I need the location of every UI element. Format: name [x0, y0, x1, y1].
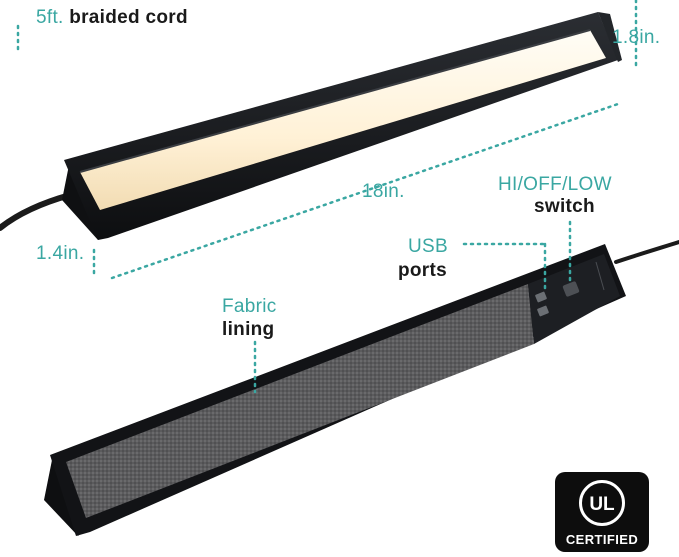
usb-subtitle: ports	[398, 260, 447, 281]
depth-label: 1.4in.	[36, 243, 85, 264]
usb-port-1	[535, 291, 547, 303]
length-dim-line	[110, 102, 620, 280]
switch-subtitle: switch	[534, 196, 595, 217]
fabric-panel	[66, 284, 534, 518]
height-label: 1.8in.	[612, 27, 661, 48]
power-cord	[614, 240, 679, 264]
cord-label: 5ft. braided cord	[36, 8, 188, 27]
cord-prefix: 5ft.	[36, 7, 64, 28]
ul-certified-text: CERTIFIED	[565, 532, 639, 547]
power-switch	[562, 281, 580, 297]
ul-logo-icon: UL	[579, 480, 625, 526]
light-lens	[80, 30, 606, 210]
ul-certified-badge: UL CERTIFIED	[555, 472, 649, 552]
length-label: 18in.	[362, 181, 405, 202]
fabric-subtitle: lining	[222, 319, 275, 340]
usb-port-2	[537, 305, 549, 317]
switch-title: HI/OFF/LOW	[498, 174, 612, 195]
usb-title: USB	[408, 236, 448, 257]
ul-mark: UL	[589, 494, 615, 515]
control-plate	[528, 254, 620, 344]
braided-cord	[0, 192, 73, 231]
cord-text: braided cord	[69, 7, 188, 28]
fabric-title: Fabric	[222, 296, 277, 317]
light-right-cap	[598, 12, 622, 62]
